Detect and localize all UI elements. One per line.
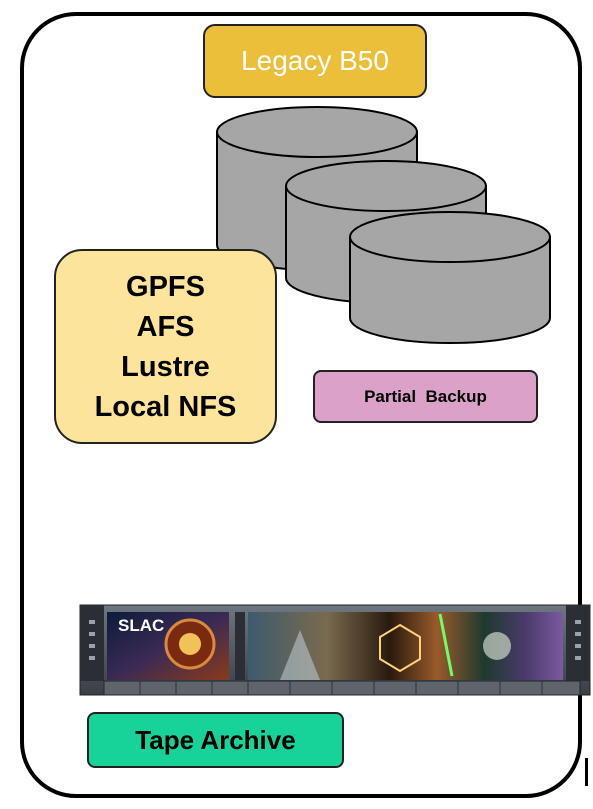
disk-cylinder-3: [349, 211, 551, 344]
filesystem-local-nfs: Local NFS: [94, 390, 237, 423]
tape-archive-box: Tape Archive: [87, 712, 344, 768]
partial-backup-box: Partial Backup: [313, 370, 538, 423]
filesystem-afs: AFS: [136, 310, 195, 343]
filesystem-gpfs: GPFS: [126, 270, 205, 303]
filesystems-box: GPFS AFS Lustre Local NFS: [54, 249, 277, 444]
legacy-b50-label: Legacy B50: [241, 45, 389, 76]
legacy-b50-box: Legacy B50: [203, 24, 427, 98]
diagram-frame: [20, 12, 582, 798]
tape-archive-label: Tape Archive: [135, 724, 296, 755]
slac-logo: SLAC: [118, 616, 165, 635]
filesystem-lustre: Lustre: [121, 350, 210, 383]
partial-backup-label: Partial Backup: [364, 386, 487, 406]
edge-mark: [585, 758, 588, 786]
